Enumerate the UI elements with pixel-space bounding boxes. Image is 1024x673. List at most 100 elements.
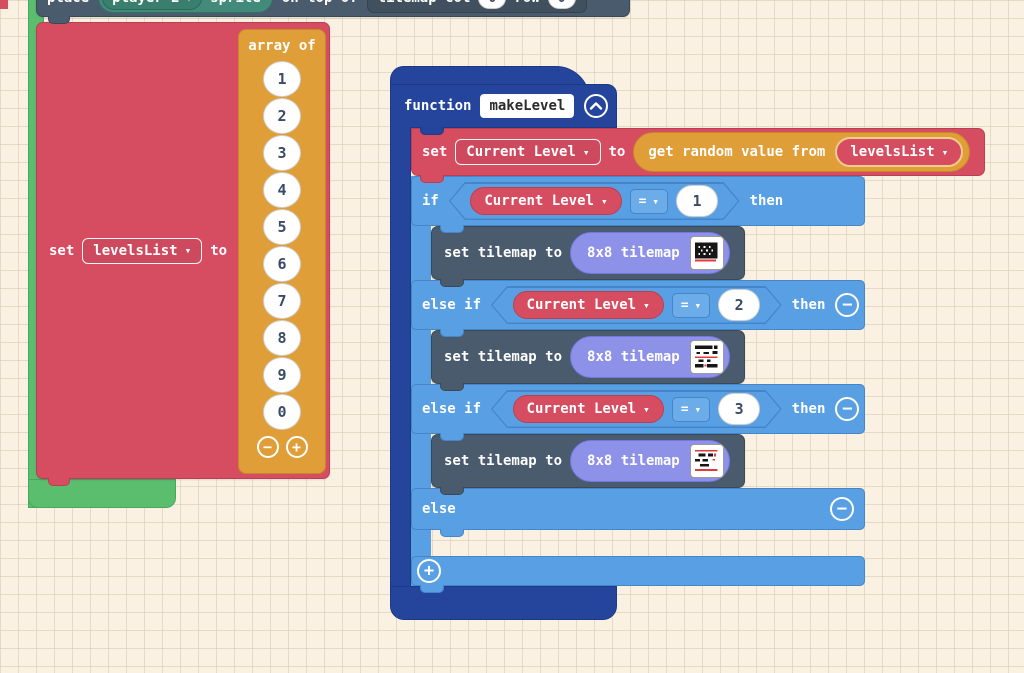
comparison-condition[interactable]: Current Level ▾ = ▾ 2 bbox=[491, 286, 782, 324]
block-connector-tab bbox=[420, 585, 444, 593]
block-connector-tab bbox=[420, 127, 444, 135]
current-level-variable-pill[interactable]: Current Level ▾ bbox=[513, 395, 664, 423]
levelslist-variable-pill[interactable]: levelsList ▾ bbox=[835, 137, 964, 167]
function-name-field[interactable]: makeLevel bbox=[480, 94, 575, 118]
offscreen-block-fragment bbox=[0, 0, 8, 9]
get-random-value-block[interactable]: get random value from levelsList ▾ bbox=[633, 132, 971, 172]
array-item-field[interactable]: 5 bbox=[263, 209, 301, 245]
place-sprite-on-tilemap-block[interactable]: place player 2 ▾ sprite on top of tilema… bbox=[36, 0, 630, 17]
to-label: to bbox=[210, 242, 228, 259]
block-connector-tab bbox=[440, 383, 464, 391]
comparison-condition[interactable]: Current Level ▾ = ▾ 3 bbox=[491, 390, 782, 428]
array-item-field[interactable]: 2 bbox=[263, 98, 301, 134]
get-random-label: get random value from bbox=[648, 144, 826, 160]
on-top-of-label: on top of bbox=[282, 0, 358, 6]
chevron-down-icon: ▾ bbox=[694, 298, 702, 312]
block-connector-tab bbox=[440, 433, 464, 441]
tilemap-value-pill[interactable]: 8x8 tilemap bbox=[570, 336, 730, 378]
minus-circle-icon[interactable]: − bbox=[835, 293, 860, 317]
number-value-field[interactable]: 1 bbox=[676, 185, 718, 217]
chevron-down-icon: ▾ bbox=[184, 244, 192, 257]
minus-circle-icon[interactable]: − bbox=[835, 397, 860, 421]
if-row[interactable]: if Current Level ▾ = ▾ 1 then bbox=[411, 176, 865, 226]
else-if-keyword: else if bbox=[422, 401, 482, 417]
else-if-row[interactable]: else if Current Level ▾ = ▾ 3 then − bbox=[411, 384, 865, 434]
tilemap-location-picker[interactable]: tilemap col 0 row 0 bbox=[366, 0, 587, 13]
current-level-variable-pill[interactable]: Current Level ▾ bbox=[470, 187, 621, 215]
set-levelslist-block[interactable]: set levelsList ▾ to array of 1 2 3 4 5 6… bbox=[36, 22, 330, 479]
number-value-field[interactable]: 3 bbox=[718, 393, 760, 425]
set-label: set bbox=[422, 144, 448, 160]
block-connector-tab bbox=[48, 478, 70, 486]
function-block-left-bar[interactable] bbox=[390, 127, 411, 587]
array-item-field[interactable]: 7 bbox=[263, 283, 301, 319]
array-of-block[interactable]: array of 1 2 3 4 5 6 7 8 9 0 − + bbox=[238, 29, 326, 474]
if-keyword: if bbox=[422, 193, 439, 209]
tilemap-preview-level-1[interactable] bbox=[689, 236, 724, 270]
operator-dropdown[interactable]: = ▾ bbox=[630, 189, 668, 214]
then-label: then bbox=[749, 193, 784, 209]
else-if-row[interactable]: else if Current Level ▾ = ▾ 2 then − bbox=[411, 280, 865, 330]
chevron-down-icon: ▾ bbox=[643, 298, 650, 312]
col-value-field[interactable]: 0 bbox=[478, 0, 507, 9]
set-current-level-block[interactable]: set Current Level ▾ to get random value … bbox=[411, 128, 985, 176]
collapse-chevron-up-icon[interactable] bbox=[583, 93, 609, 119]
if-block-bottom-row[interactable]: + bbox=[411, 556, 865, 586]
block-connector-tab bbox=[440, 279, 464, 287]
function-makelevel-block[interactable]: function makeLevel bbox=[390, 84, 617, 128]
chevron-down-icon: ▾ bbox=[643, 402, 650, 416]
block-connector-tab bbox=[48, 16, 70, 24]
levelslist-variable-dropdown[interactable]: levelsList ▾ bbox=[82, 237, 203, 264]
set-tilemap-block[interactable]: set tilemap to 8x8 tilemap bbox=[431, 330, 745, 384]
array-item-field[interactable]: 8 bbox=[263, 320, 301, 356]
place-label: place bbox=[47, 0, 89, 6]
tilemap-value-pill[interactable]: 8x8 tilemap bbox=[570, 440, 730, 482]
row-value-field[interactable]: 0 bbox=[547, 0, 576, 9]
tilemap-value-pill[interactable]: 8x8 tilemap bbox=[570, 232, 730, 274]
array-of-label: array of bbox=[248, 38, 316, 54]
then-label: then bbox=[791, 297, 826, 313]
tilemap-col-label: tilemap col bbox=[378, 0, 471, 6]
block-connector-tab bbox=[420, 175, 444, 183]
chevron-down-icon: ▾ bbox=[582, 145, 590, 159]
on-start-block-bottom-bar[interactable] bbox=[28, 479, 176, 508]
chevron-down-icon: ▾ bbox=[186, 0, 193, 4]
set-tilemap-label: set tilemap to bbox=[444, 349, 563, 365]
array-item-field[interactable]: 3 bbox=[263, 135, 301, 171]
plus-circle-icon[interactable]: + bbox=[417, 559, 441, 583]
operator-dropdown[interactable]: = ▾ bbox=[672, 293, 710, 318]
player-number-dropdown[interactable]: player 2 ▾ bbox=[102, 0, 203, 10]
set-tilemap-block[interactable]: set tilemap to 8x8 tilemap bbox=[431, 226, 745, 280]
set-tilemap-label: set tilemap to bbox=[444, 245, 563, 261]
if-block-left-bar[interactable] bbox=[411, 176, 431, 586]
current-level-variable-dropdown[interactable]: Current Level ▾ bbox=[455, 139, 601, 165]
tilemap-preview-level-2[interactable] bbox=[689, 340, 724, 374]
operator-dropdown[interactable]: = ▾ bbox=[672, 397, 710, 422]
block-connector-tab bbox=[440, 487, 464, 495]
comparison-condition[interactable]: Current Level ▾ = ▾ 1 bbox=[449, 182, 740, 220]
plus-circle-icon[interactable]: + bbox=[285, 436, 308, 458]
array-item-field[interactable]: 6 bbox=[263, 246, 301, 282]
set-tilemap-block[interactable]: set tilemap to 8x8 tilemap bbox=[431, 434, 745, 488]
else-row[interactable]: else − bbox=[411, 488, 865, 530]
else-if-keyword: else if bbox=[422, 297, 482, 313]
number-value-field[interactable]: 2 bbox=[718, 289, 760, 321]
tilemap-preview-level-3[interactable] bbox=[689, 444, 724, 478]
chevron-down-icon: ▾ bbox=[652, 194, 660, 208]
player-sprite-pill[interactable]: player 2 ▾ sprite bbox=[98, 0, 273, 13]
to-label: to bbox=[608, 144, 626, 160]
current-level-variable-pill[interactable]: Current Level ▾ bbox=[513, 291, 664, 319]
minus-circle-icon[interactable]: − bbox=[256, 436, 279, 458]
array-item-field[interactable]: 9 bbox=[263, 357, 301, 393]
array-item-field[interactable]: 0 bbox=[263, 394, 301, 430]
array-item-field[interactable]: 4 bbox=[263, 172, 301, 208]
set-label: set bbox=[49, 242, 75, 259]
chevron-down-icon: ▾ bbox=[694, 402, 702, 416]
chevron-down-icon: ▾ bbox=[941, 145, 949, 159]
function-keyword-label: function bbox=[404, 98, 472, 114]
array-item-field[interactable]: 1 bbox=[263, 61, 301, 97]
minus-circle-icon[interactable]: − bbox=[830, 497, 854, 521]
block-connector-tab bbox=[440, 225, 464, 233]
sprite-label: sprite bbox=[210, 0, 261, 6]
